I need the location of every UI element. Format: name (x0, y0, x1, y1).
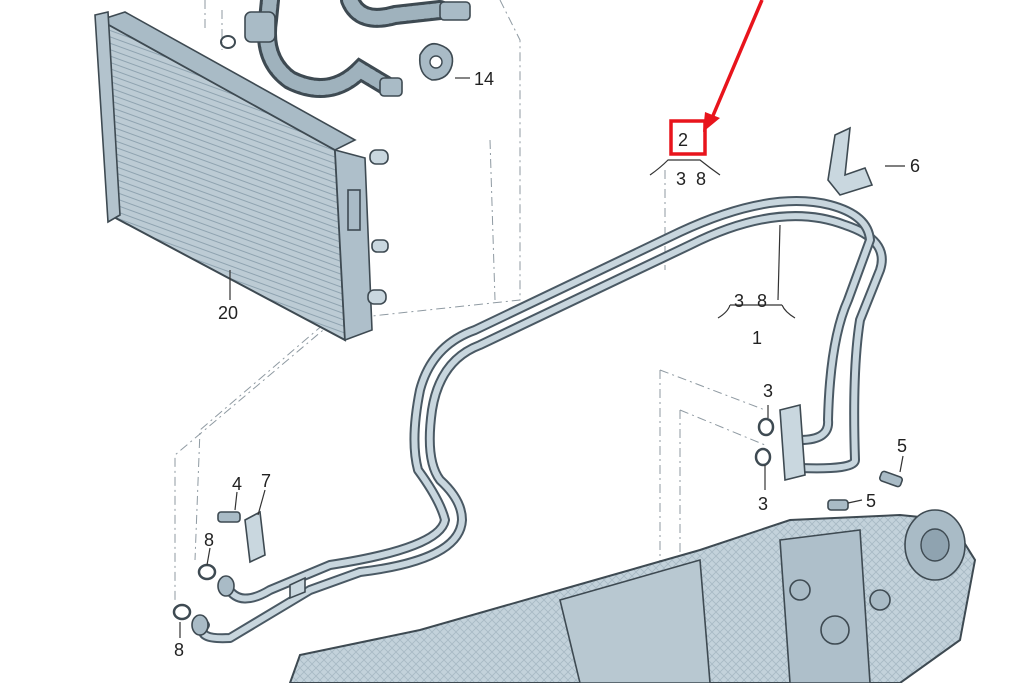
part-labels: 20 14 6 2 3 8 3 8 1 3 3 5 5 4 7 8 8 3 (174, 69, 920, 660)
cooler-pipes (191, 196, 887, 644)
label-3-mid: 3 (734, 291, 744, 311)
highlight-annotation (669, 0, 764, 156)
label-7: 7 (261, 471, 271, 491)
label-20: 20 (218, 303, 238, 323)
radiator (94, 11, 389, 342)
label-1: 1 (752, 328, 762, 348)
label-8-mid: 8 (757, 291, 767, 311)
label-3-upper-right: 3 (763, 381, 773, 401)
label-5-upper: 5 (897, 436, 907, 456)
label-3-lower-right: 3 (758, 494, 768, 514)
highlight-box (669, 119, 707, 156)
highlight-arrowhead (703, 112, 720, 132)
label-8-left-lower: 8 (174, 640, 184, 660)
upper-hoses (220, 0, 471, 98)
label-5-lower: 5 (866, 491, 876, 511)
leader-lines (179, 77, 905, 638)
transmission (288, 509, 977, 683)
label-2: 2 (678, 130, 688, 150)
label-6: 6 (910, 156, 920, 176)
highlight-arrow (710, 0, 764, 119)
label-14: 14 (474, 69, 494, 89)
label-8-left-upper: 8 (204, 530, 214, 550)
label-4: 4 (232, 474, 242, 494)
label-8-top: 8 (696, 169, 706, 189)
fasteners (172, 126, 904, 621)
label-3-top: 3 (676, 169, 686, 189)
